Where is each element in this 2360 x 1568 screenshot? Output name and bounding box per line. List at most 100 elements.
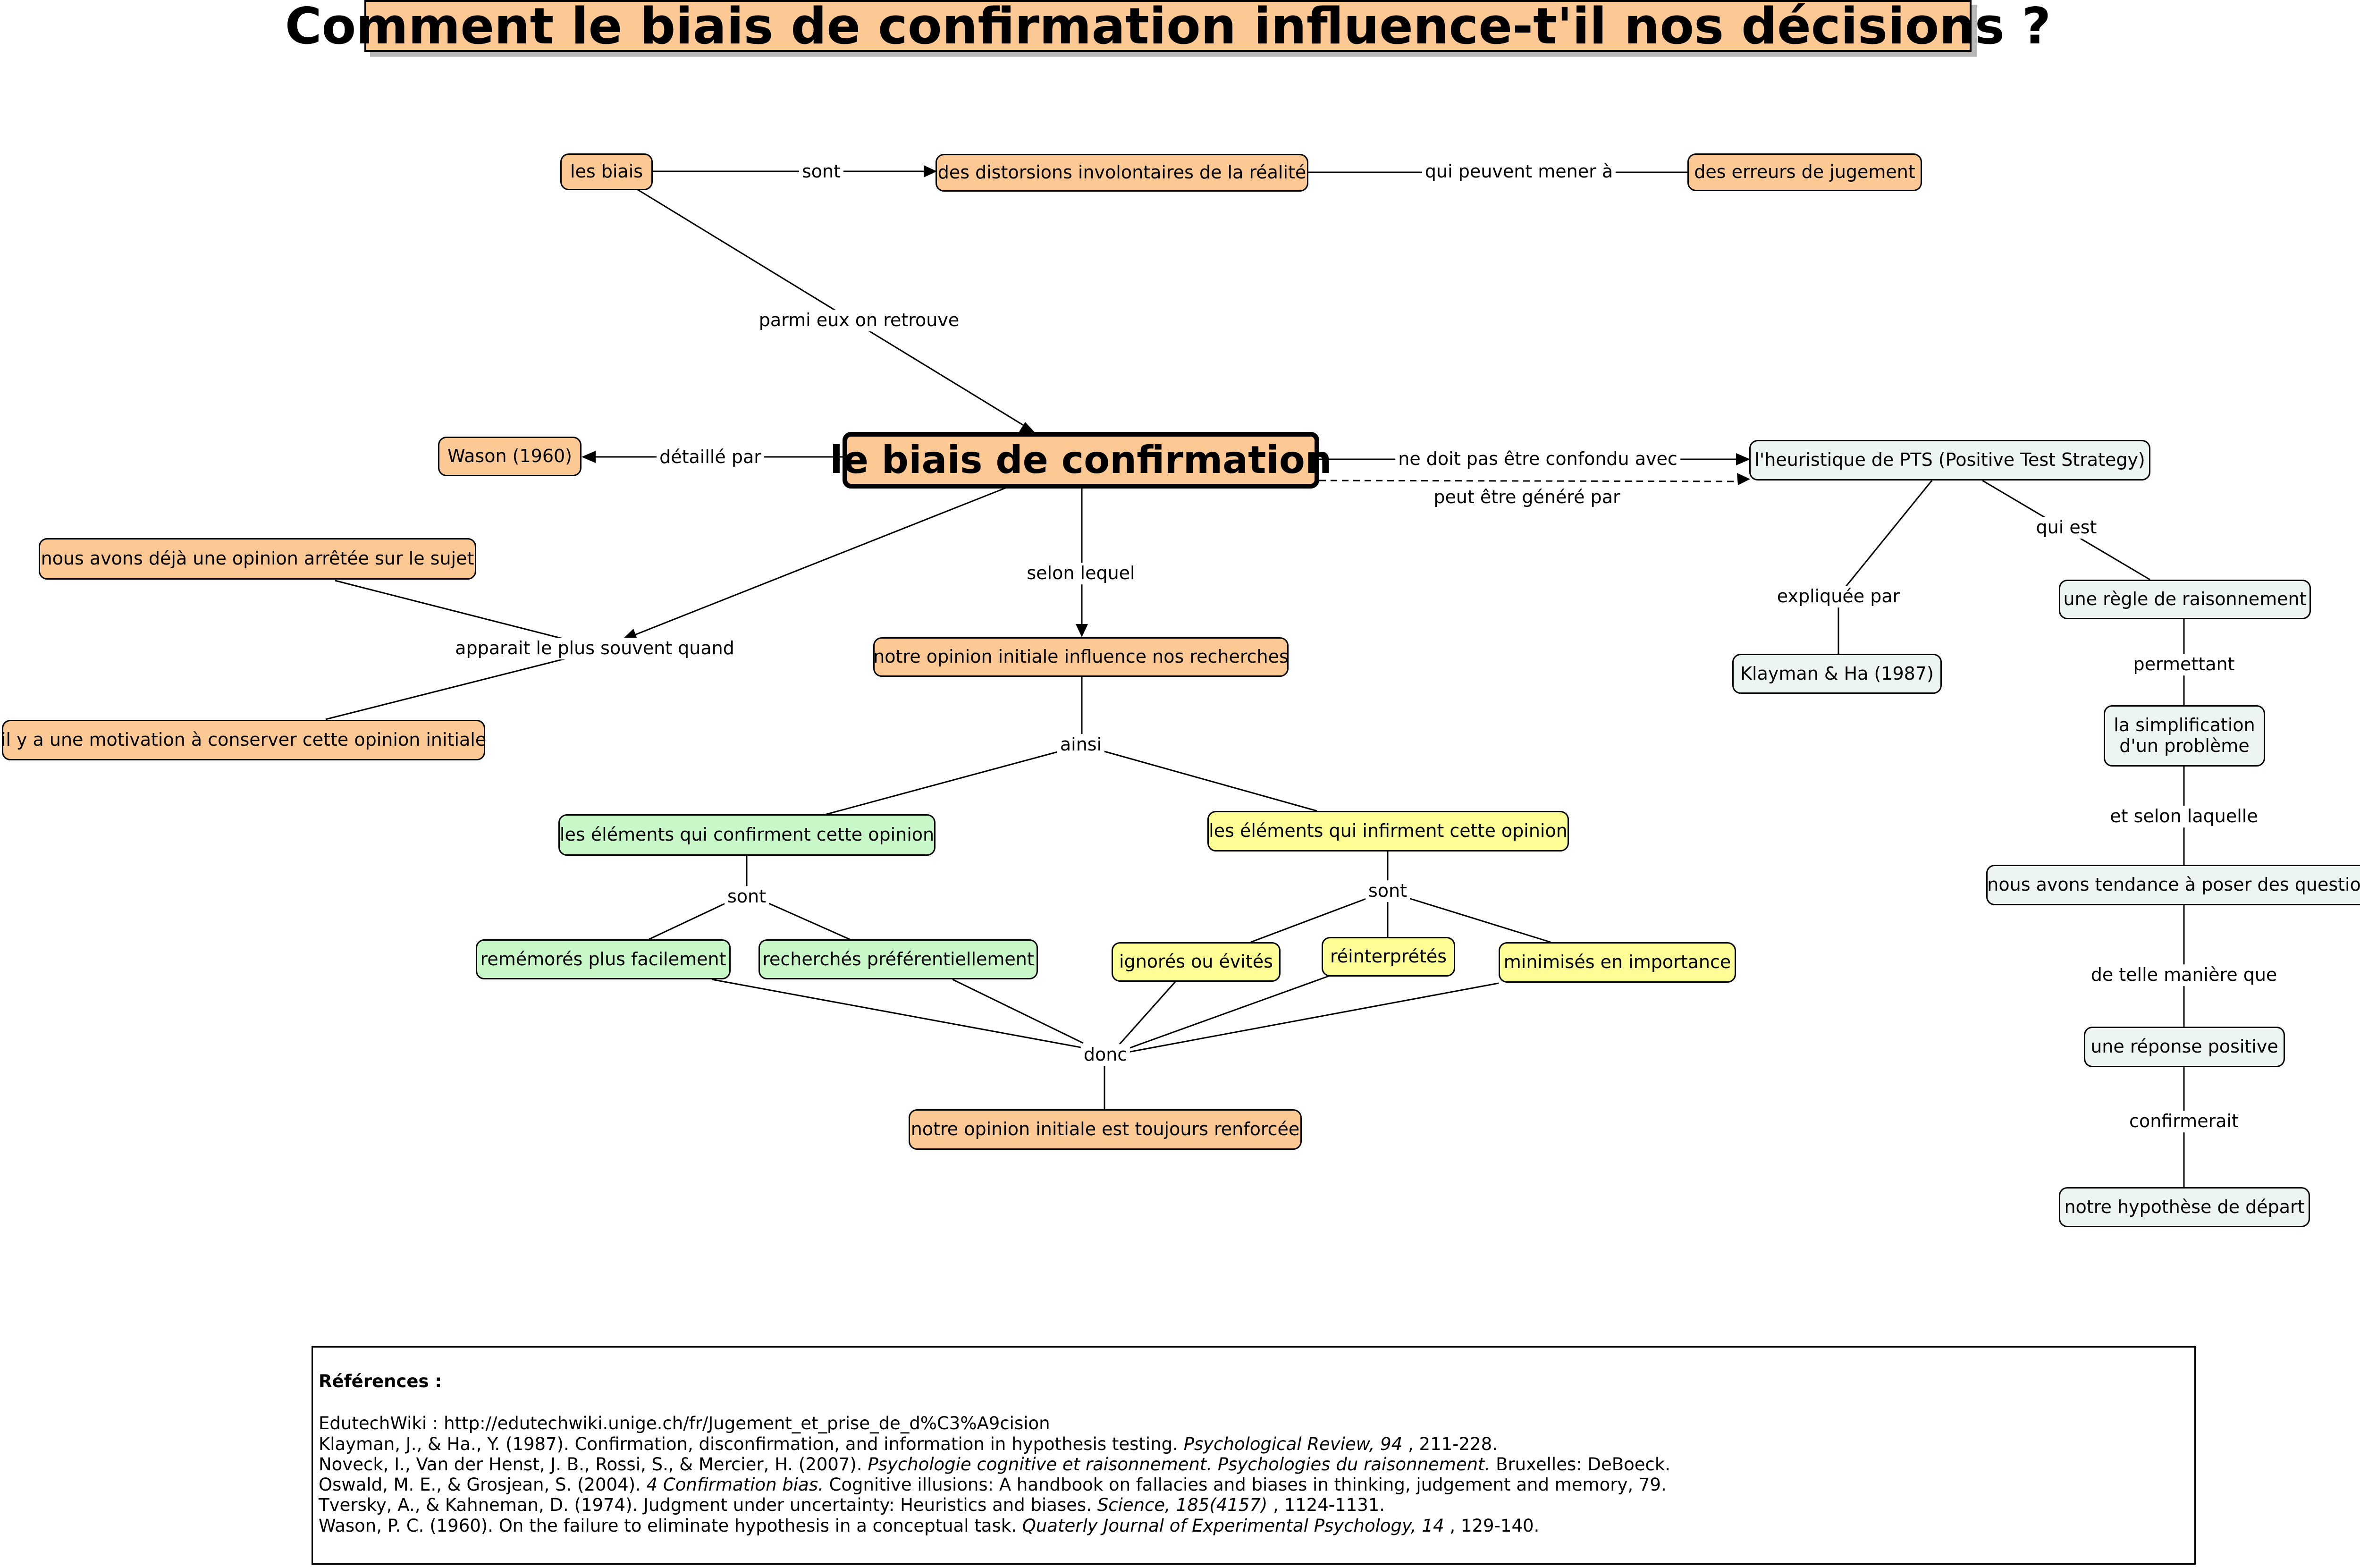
link-label-ainsi: ainsi (1057, 734, 1105, 756)
edge-rememores-donc (711, 978, 1084, 1049)
link-label-donc: donc (1080, 1044, 1130, 1066)
reference-segment: , 129-140. (1444, 1515, 1540, 1536)
reference-segment: EdutechWiki : http://edutechwiki.unige.c… (319, 1413, 1050, 1434)
arrowhead (582, 451, 596, 463)
references-heading: Références : (319, 1371, 442, 1391)
edge-heuristique-klayman (1837, 480, 1933, 596)
edge-opinion-arretee-apparait (335, 580, 567, 641)
node-label: il y a une motivation à conserver cette … (0, 729, 487, 750)
node-opinion-influence[interactable]: notre opinion initiale influence nos rec… (873, 637, 1289, 677)
reference-italic-segment: Science, 185(4157) (1097, 1495, 1268, 1516)
node-label: Klayman & Ha (1987) (1740, 663, 1934, 684)
edge-minimises-donc (1125, 982, 1499, 1054)
link-label-permettant: permettant (2130, 654, 2238, 675)
arrowhead (924, 165, 937, 177)
node-heuristique-pts[interactable]: l'heuristique de PTS (Positive Test Stra… (1749, 440, 2150, 481)
link-label-parmi-eux: parmi eux on retrouve (756, 310, 962, 331)
arrowhead (1737, 473, 1750, 485)
references-list: EdutechWiki : http://edutechwiki.unige.c… (319, 1413, 2190, 1536)
reference-item: Tversky, A., & Kahneman, D. (1974). Judg… (319, 1495, 2190, 1515)
node-ignores[interactable]: ignorés ou évités (1112, 942, 1281, 982)
node-rememores[interactable]: remémorés plus facilement (476, 939, 731, 979)
reference-item: Wason, P. C. (1960). On the failure to e… (319, 1516, 2190, 1536)
node-tendance[interactable]: nous avons tendance à poser des question… (1986, 865, 2360, 905)
node-label: une réponse positive (2090, 1036, 2278, 1057)
edge-sont-minimises (1404, 896, 1551, 943)
reference-segment: Cognitive illusions: A handbook on falla… (823, 1475, 1667, 1495)
node-label: remémorés plus facilement (480, 948, 726, 969)
node-label: réinterprétés (1330, 946, 1447, 967)
node-confirment[interactable]: les éléments qui confirment cette opinio… (558, 814, 936, 856)
node-label: notre hypothèse de départ (2064, 1196, 2305, 1217)
node-label: nous avons tendance à poser des question… (1987, 874, 2360, 895)
node-reinterpretes[interactable]: réinterprétés (1322, 937, 1455, 977)
node-label: ignorés ou évités (1119, 951, 1273, 972)
node-recherches-preferentiellement[interactable]: recherchés préférentiellement (759, 939, 1038, 979)
link-label-apparait: apparait le plus souvent quand (452, 638, 737, 659)
edge-motivation-apparait (325, 658, 567, 720)
edge-reinterpretes-donc (1123, 975, 1329, 1051)
node-label: une règle de raisonnement (2063, 589, 2307, 610)
edge-sont-ignores (1250, 896, 1372, 943)
reference-segment: Bruxelles: DeBoeck. (1490, 1454, 1671, 1475)
link-label-peut-etre-genere: peut être généré par (1431, 487, 1623, 508)
node-label: le biais de confirmation (830, 438, 1332, 482)
edge-sont-rememores (649, 901, 730, 940)
node-label: les éléments qui infirment cette opinion (1209, 820, 1568, 842)
reference-segment: Wason, P. C. (1960). On the failure to e… (319, 1515, 1022, 1536)
node-reponse-positive[interactable]: une réponse positive (2084, 1027, 2285, 1067)
node-regle[interactable]: une règle de raisonnement (2059, 580, 2311, 619)
node-klayman[interactable]: Klayman & Ha (1987) (1732, 654, 1942, 694)
node-hypothese[interactable]: notre hypothèse de départ (2059, 1187, 2310, 1227)
reference-segment: Tversky, A., & Kahneman, D. (1974). Judg… (319, 1495, 1097, 1516)
reference-segment: Oswald, M. E., & Grosjean, S. (2004). (319, 1475, 647, 1495)
link-label-sont: sont (799, 161, 844, 183)
node-label: minimisés en importance (1503, 952, 1731, 973)
link-label-qui-est: qui est (2033, 517, 2100, 539)
node-motivation[interactable]: il y a une motivation à conserver cette … (0, 720, 487, 760)
node-label: notre opinion initiale est toujours renf… (910, 1119, 1300, 1140)
link-label-expliquee-par: expliquée par (1774, 586, 1903, 607)
node-label: des distorsions involontaires de la réal… (937, 162, 1306, 183)
node-label: recherchés préférentiellement (762, 948, 1034, 969)
link-label-ne-doit-pas: ne doit pas être confondu avec (1395, 448, 1680, 470)
link-label-sont-infirment: sont (1365, 880, 1410, 902)
node-les-biais[interactable]: les biais (560, 153, 653, 190)
node-label: nous avons déjà une opinion arrêtée sur … (41, 548, 474, 569)
reference-item: Noveck, I., Van der Henst, J. B., Rossi,… (319, 1454, 2190, 1475)
node-biais-de-confirmation[interactable]: le biais de confirmation (830, 432, 1332, 489)
node-simplification[interactable]: la simplification d'un problème (2104, 705, 2265, 767)
node-infirment[interactable]: les éléments qui infirment cette opinion (1207, 811, 1569, 851)
references-box: Références : EdutechWiki : http://edutec… (312, 1346, 2196, 1565)
node-label: l'heuristique de PTS (Positive Test Stra… (1754, 449, 2145, 471)
node-label: les éléments qui confirment cette opinio… (559, 824, 935, 845)
link-label-de-telle-maniere: de telle manière que (2088, 964, 2280, 986)
reference-italic-segment: Quaterly Journal of Experimental Psychol… (1022, 1515, 1444, 1536)
edge-sont-recherches (764, 901, 850, 940)
link-label-et-selon-laquelle: et selon laquelle (2107, 806, 2261, 827)
page-title: Comment le biais de confirmation influen… (285, 0, 2051, 55)
arrowhead (1076, 624, 1088, 637)
node-distorsions[interactable]: des distorsions involontaires de la réal… (936, 154, 1308, 192)
edge-confirmation-apparait (634, 486, 1008, 636)
edge-recherches-donc (952, 978, 1084, 1044)
node-label: des erreurs de jugement (1694, 161, 1915, 183)
node-label: notre opinion initiale influence nos rec… (873, 646, 1289, 667)
node-wason[interactable]: Wason (1960) (438, 437, 582, 476)
node-renforcee[interactable]: notre opinion initiale est toujours renf… (909, 1109, 1302, 1150)
reference-italic-segment: Psychological Review, 94 (1183, 1433, 1403, 1454)
link-label-selon-lequel: selon lequel (1024, 563, 1138, 584)
node-label: les biais (570, 161, 643, 182)
reference-segment: Klayman, J., & Ha., Y. (1987). Confirmat… (319, 1433, 1184, 1454)
link-label-confirmerait: confirmerait (2126, 1111, 2242, 1132)
reference-segment: , 1124-1131. (1267, 1495, 1385, 1516)
arrowhead (1018, 422, 1037, 434)
reference-item: Oswald, M. E., & Grosjean, S. (2004). 4 … (319, 1475, 2190, 1495)
node-erreurs[interactable]: des erreurs de jugement (1687, 153, 1922, 191)
link-label-qui-peuvent-mener: qui peuvent mener à (1422, 161, 1616, 183)
edge-ainsi-confirment (821, 747, 1072, 817)
node-opinion-arretee[interactable]: nous avons déjà une opinion arrêtée sur … (39, 538, 476, 580)
node-minimises[interactable]: minimisés en importance (1499, 942, 1736, 983)
link-label-sont-confirment: sont (724, 886, 769, 908)
